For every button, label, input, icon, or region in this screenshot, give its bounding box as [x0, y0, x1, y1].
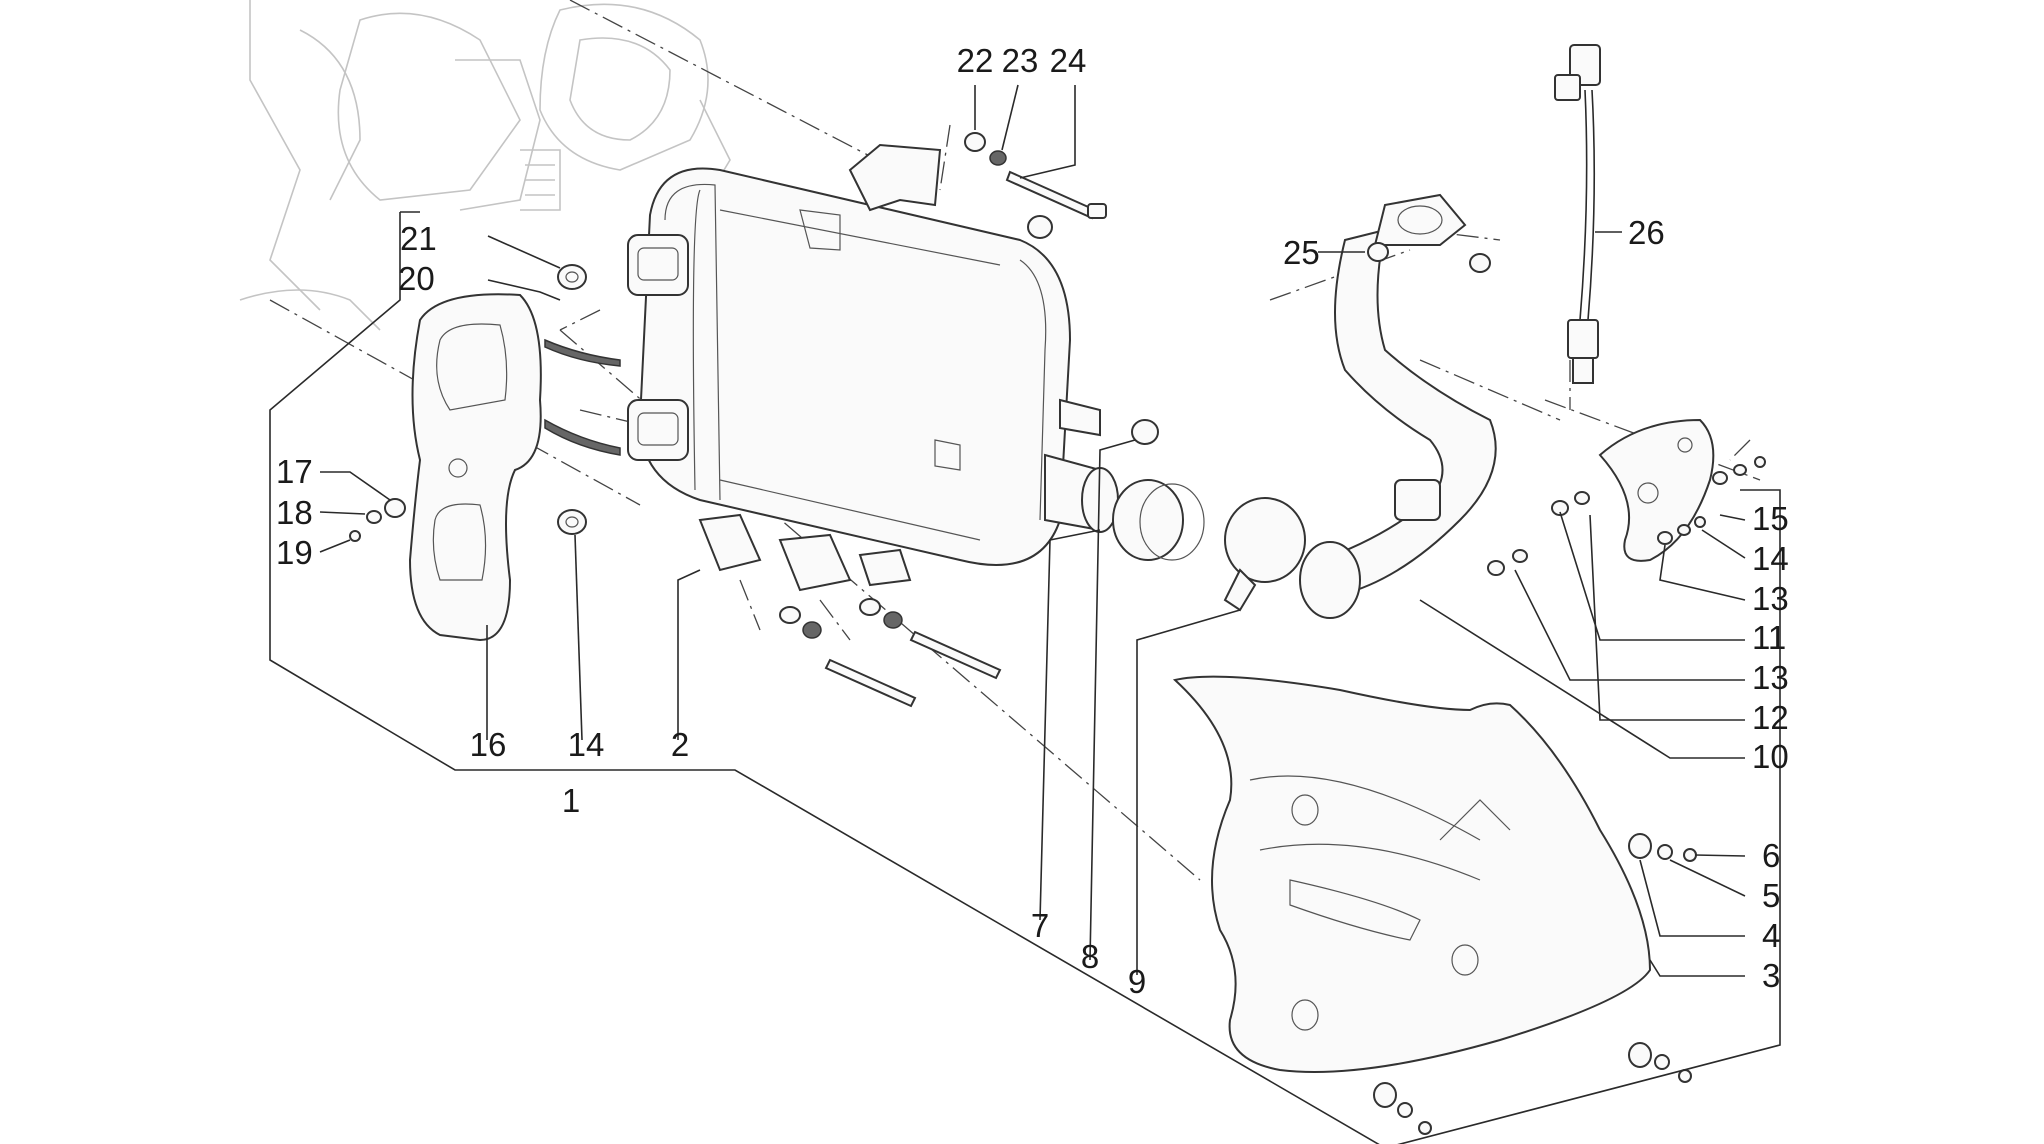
- label-part-21: 21: [400, 220, 437, 257]
- lambda-sensor-26: [1554, 44, 1601, 384]
- label-part-23: 23: [1002, 42, 1039, 79]
- label-part-15: 15: [1752, 500, 1789, 537]
- label-part-5: 5: [1762, 877, 1780, 914]
- label-part-9: 9: [1128, 963, 1146, 1000]
- sleeve-8: [1112, 479, 1205, 561]
- label-part-4: 4: [1762, 917, 1780, 954]
- small-fasteners: [349, 132, 1159, 708]
- end-cover-16: [408, 293, 542, 642]
- heat-shield-11: [1598, 418, 1715, 562]
- label-part-18: 18: [276, 494, 313, 531]
- muffler-body: [627, 143, 1119, 592]
- clamp-9: [1223, 497, 1306, 612]
- label-part-6: 6: [1762, 837, 1780, 874]
- label-part-12: 12: [1752, 699, 1789, 736]
- label-part-17: 17: [276, 453, 313, 490]
- label-part-24: 24: [1050, 42, 1087, 79]
- label-part-14-right: 14: [1752, 540, 1789, 577]
- label-part-13-lower: 13: [1752, 659, 1789, 696]
- heat-shield-3: [1172, 675, 1652, 1073]
- part-number-labels: 1 2 3 4 5 6 7 8 9 10 11 12 13 13 14 14 1…: [276, 42, 1789, 1000]
- label-part-20: 20: [398, 260, 435, 297]
- label-part-10: 10: [1752, 738, 1789, 775]
- label-part-16: 16: [470, 726, 507, 763]
- label-part-8: 8: [1081, 938, 1099, 975]
- label-part-2: 2: [671, 726, 689, 763]
- label-part-25: 25: [1283, 234, 1320, 271]
- label-part-22: 22: [957, 42, 994, 79]
- label-part-14-left: 14: [568, 726, 605, 763]
- leader-lines: [269, 84, 1781, 1144]
- engine-background-drawing: [239, 0, 731, 331]
- label-part-1: 1: [562, 782, 580, 819]
- label-part-7: 7: [1031, 907, 1049, 944]
- label-part-13-upper: 13: [1752, 580, 1789, 617]
- exhaust-pipe-10: [1299, 193, 1497, 619]
- gasket-strips-20: [544, 338, 621, 456]
- label-part-26: 26: [1628, 214, 1665, 251]
- label-part-19: 19: [276, 534, 313, 571]
- grommet-25: [1367, 242, 1491, 273]
- label-part-11: 11: [1752, 619, 1786, 656]
- label-part-3: 3: [1762, 957, 1780, 994]
- washers-right: [1487, 456, 1766, 576]
